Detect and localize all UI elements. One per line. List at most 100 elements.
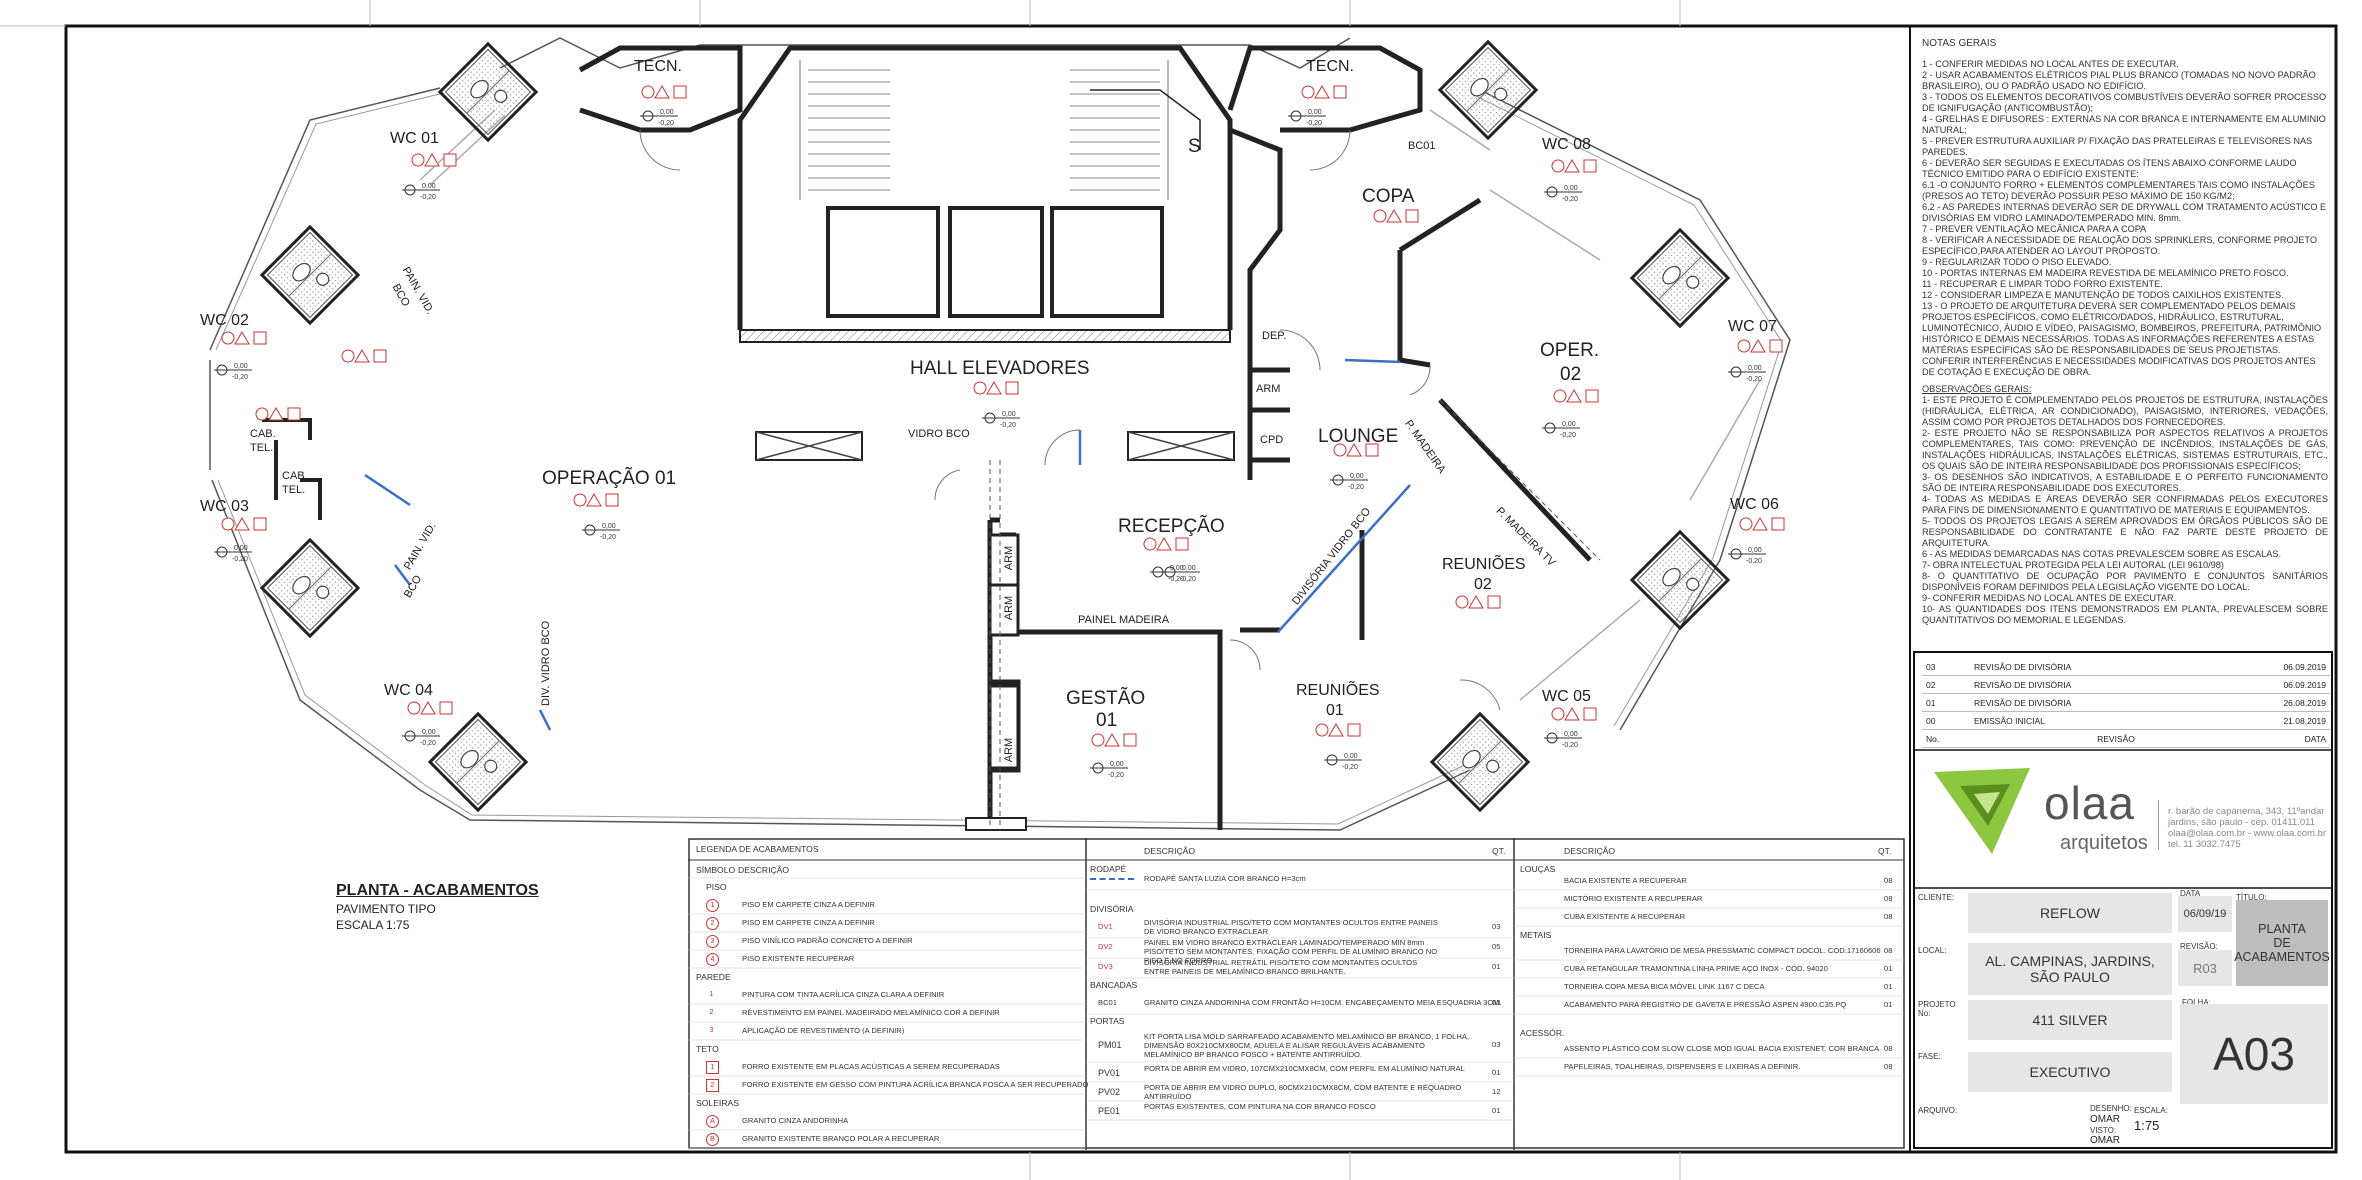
legend-item: DIVISÓRIA INDUSTRIAL RETRÁTIL PISO/TETO … (1144, 958, 1418, 976)
drawing-subtitle: PAVIMENTO TIPO (336, 902, 436, 916)
legend-symbol: 1 (706, 1061, 719, 1074)
level-text: -0,20 (1560, 432, 1576, 439)
level-text: -0,20 (1746, 376, 1762, 383)
legend-item: BACIA EXISTENTE A RECUPERAR (1564, 876, 1687, 885)
level-marker: 0,00-0,20 (1330, 473, 1368, 491)
legend-qt: 01 (1492, 1068, 1501, 1077)
room-label: WC 05 (1542, 688, 1591, 705)
notes-list: 1 - CONFERIR MEDIDAS NO LOCAL ANTES DE E… (1922, 59, 2328, 378)
revision-date: 06.09.2019 (2262, 658, 2330, 676)
obs-title: OBSERVAÇÕES GERAIS: (1922, 384, 2032, 394)
level-marker: 0,00-0,20 (402, 183, 440, 201)
room-label: WC 03 (200, 498, 249, 515)
level-marker: 0,00-0,20 (1544, 731, 1582, 749)
finish-tag (573, 493, 619, 507)
room-label: COPA (1362, 186, 1415, 207)
room-label: CAB. (250, 428, 276, 440)
legend-symbol: A (706, 1115, 719, 1128)
legend-item: GRANITO EXISTENTE BRANCO POLAR A RECUPER… (742, 1134, 940, 1143)
local-value: AL. CAMPINAS, JARDINS, SÃO PAULO (1968, 943, 2172, 995)
level-text: 0,00 (234, 545, 248, 552)
revision-no: 02 (1922, 675, 1970, 694)
titulo-value: PLANTA DE ACABAMENTOS (2234, 900, 2330, 986)
legend-qt: 12 (1492, 1087, 1501, 1096)
legend-item: GRANITO CINZA ANDORINHA COM FRONTÃO H=10… (1144, 998, 1502, 1007)
legend-item: PAPELEIRAS, TOALHEIRAS, DISPENSERS E LIX… (1564, 1062, 1801, 1071)
finish-tag (641, 85, 687, 99)
revision-desc: REVISÃO DE DIVISÓRIA (1970, 675, 2262, 694)
address-line: tel. 11 3032.7475 (2168, 839, 2241, 850)
finish-tag (1315, 723, 1361, 737)
legend-qt: 08 (1884, 1062, 1893, 1071)
legend-item: ASSENTO PLÁSTICO COM SLOW CLOSE MOD IGUA… (1564, 1044, 1880, 1053)
room-label: 02 (1560, 364, 1582, 385)
level-marker: 0,00-0,20 (1728, 547, 1766, 565)
obs-item: 7- OBRA INTELECTUAL PROTEGIDA PELA LEI A… (1922, 560, 2224, 570)
revisao-value: R03 (2178, 950, 2232, 986)
legend-col-header: QT. (1878, 846, 1892, 856)
note-item: 4 - GRELHAS E DIFUSORES : EXTERNAS NA CO… (1922, 114, 2326, 135)
legend-item: CUBA EXISTENTE A RECUPERAR (1564, 912, 1686, 921)
level-text: -0,20 (1348, 484, 1364, 491)
glass-partitions (364, 358, 1411, 731)
finish-tag (1739, 517, 1785, 531)
level-text: -0,20 (1180, 576, 1196, 583)
annotation: DIV. VIDRO BCO (540, 620, 552, 706)
room-label: WC 01 (390, 130, 439, 147)
legend-item: RODAPÉ SANTA LUZIA COR BRANCO H=3cm (1144, 874, 1306, 883)
room-label: 01 (1326, 702, 1344, 719)
legend-symbol: B (706, 1133, 719, 1146)
level-text: -0,20 (1746, 558, 1762, 565)
revision-date: 21.08.2019 (2262, 711, 2330, 730)
projeto-label: No: (1918, 1009, 1931, 1018)
finish-tag (407, 701, 453, 715)
obs-item: 9- CONFERIR MEDIDAS NO LOCAL ANTES DE EX… (1922, 593, 2177, 603)
legend-qt: 08 (1884, 912, 1893, 921)
legend-section: BANCADAS (1090, 980, 1138, 990)
room-label: OPERAÇÃO 01 (542, 468, 677, 489)
note-item: 11 - RECUPERAR E LIMPAR TODO FORRO EXIST… (1922, 279, 2163, 289)
legend-qt: 08 (1884, 876, 1893, 885)
legend-symbol: 2 (706, 917, 719, 930)
finish-tag (1553, 389, 1599, 403)
legend-section: ACESSÓR. (1520, 1028, 1565, 1038)
legend-col-header: DESCRIÇÃO (1144, 846, 1196, 856)
fase-label: FASE: (1918, 1052, 1941, 1061)
room-label: REUNIÕES (1442, 556, 1526, 573)
revision-no: 01 (1922, 693, 1970, 712)
legend-section: METAIS (1520, 930, 1552, 940)
level-marker: 0,00-0,20 (982, 411, 1020, 429)
note-item: 12 - CONSIDERAR LIMPEZA E MANUTENÇÃO DE … (1922, 290, 2284, 300)
olaa-logo-icon (1934, 768, 2030, 854)
local-line: AL. CAMPINAS, JARDINS, (1985, 953, 2155, 969)
legend-qt: 03 (1492, 1040, 1501, 1049)
legend-col-header: DESCRIÇÃO (1564, 846, 1616, 856)
revision-date: 26.08.2019 (2262, 693, 2330, 712)
level-marker: 0,00-0,20 (402, 729, 440, 747)
level-marker: 0,00-0,20 (1324, 753, 1362, 771)
legend-symbol: 3 (709, 1027, 714, 1034)
level-text: -0,20 (1342, 764, 1358, 771)
level-text: -0,20 (658, 120, 674, 127)
address-line: olaa@olaa.com.br - www.olaa.com.br (2168, 828, 2327, 839)
legend-item: TORNEIRA PARA LAVATÓRIO DE MESA PRESSMAT… (1564, 946, 1881, 955)
finish-tag (1551, 707, 1597, 721)
level-text: 0,00 (1748, 365, 1762, 372)
note-item: 7 - PREVER VENTILAÇÃO MECÂNICA PARA A CO… (1922, 224, 2147, 234)
note-item: 10 - PORTAS INTERNAS EM MADEIRA REVESTID… (1922, 268, 2289, 278)
legend-col-header: QT. (1492, 846, 1506, 856)
level-text: 0,00 (1564, 185, 1578, 192)
revisao-label: REVISÃO: (2180, 942, 2218, 951)
legend-item: KIT PORTA LISA MOLD SARRAFEADO ACABAMENT… (1144, 1032, 1470, 1059)
projeto-label: PROJETO (1918, 1000, 1956, 1009)
desenho-value: OMAR (2090, 1114, 2120, 1125)
legend-section: TETO (696, 1044, 719, 1054)
revision-header-no: No. (1922, 729, 1970, 748)
firm-name: olaa (2044, 777, 2135, 829)
general-notes: NOTAS GERAIS 1 - CONFERIR MEDIDAS NO LOC… (1922, 38, 2328, 626)
address-line: r. barão de capanema, 343, 11ºandar (2168, 806, 2325, 817)
note-item: 1 - CONFERIR MEDIDAS NO LOCAL ANTES DE E… (1922, 59, 2179, 69)
